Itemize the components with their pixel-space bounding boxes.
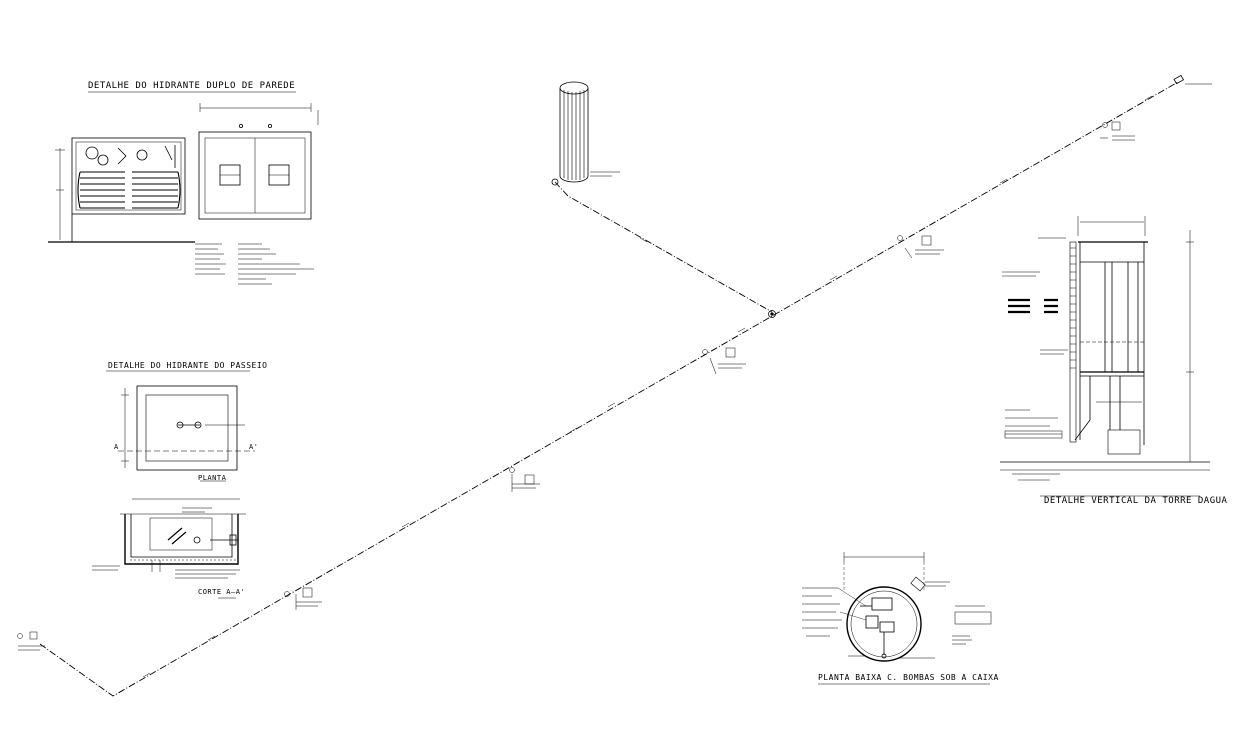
section-mark-a-left: A [114, 443, 119, 451]
hidrante-parede-detail [48, 91, 319, 285]
title-hidrante-parede: DETALHE DO HIDRANTE DUPLO DE PAREDE [88, 81, 296, 91]
hose-cabinet-side-view [48, 137, 195, 243]
pipe-annotations [17, 95, 1153, 678]
node-290 [284, 587, 322, 610]
bombas-plan-detail [802, 552, 992, 685]
title-hidrante-passeio: DETALHE DO HIDRANTE DO PASSEIO [108, 361, 268, 370]
title-torre-dagua: DETALHE VERTICAL DA TORRE DAGUA [1044, 496, 1228, 506]
water-tower-cylinder [551, 81, 620, 186]
passeio-section [92, 498, 246, 599]
title-bombas: PLANTA BAIXA C. BOMBAS SOB A CAIXA [818, 673, 999, 682]
node-900 [897, 235, 944, 259]
title-planta: PLANTA [198, 474, 227, 482]
title-corte: CORTE A—A' [198, 588, 246, 596]
hose-cabinet-front-view [198, 103, 319, 220]
node-1120 [1100, 121, 1135, 141]
hidrante-passeio-detail [92, 370, 255, 599]
passeio-plan [118, 385, 255, 482]
route-tick-marks [142, 95, 1153, 678]
node-20 [17, 631, 45, 651]
parede-legend [195, 243, 314, 285]
isometric-pipe-route [39, 74, 1212, 697]
node-705 [702, 347, 746, 375]
node-510 [509, 467, 540, 492]
section-mark-a-right: A' [249, 443, 259, 451]
torre-dagua-detail [1000, 216, 1210, 497]
